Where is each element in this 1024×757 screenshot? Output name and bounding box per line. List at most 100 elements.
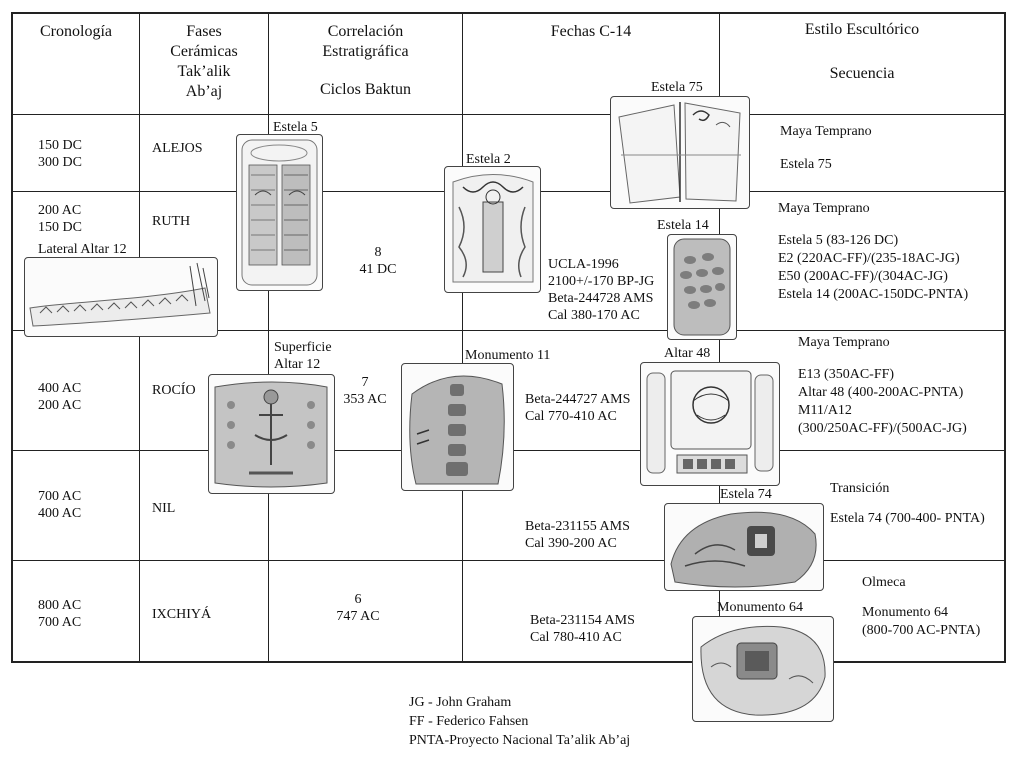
- baktun-cell: 6 747 AC: [328, 591, 388, 625]
- grid-col-2: [268, 12, 269, 663]
- chronology-cell: 800 AC 700 AC: [38, 597, 81, 631]
- monument-carving-icon: [409, 375, 505, 485]
- estela2-image: [444, 166, 541, 293]
- header-ceramic-phases: Fases Cerámicas Tak’alik Ab’aj: [140, 22, 268, 102]
- style-line: E2 (220AC-FF)/(235-18AC-JG): [778, 251, 960, 266]
- chronology-cell: 200 AC 150 DC: [38, 202, 82, 236]
- carved-boulder-icon: [670, 511, 817, 588]
- caption-line: Superficie: [274, 340, 332, 355]
- phase-cell: ALEJOS: [152, 141, 203, 156]
- estela74-image: [664, 503, 824, 591]
- monumento64-caption: Monumento 64: [717, 600, 803, 615]
- baktun-number: 7: [361, 375, 369, 390]
- chronology-value: 800 AC: [38, 598, 82, 613]
- phase-cell: IXCHIYÁ: [152, 607, 212, 622]
- style-line: Estela 75: [780, 157, 832, 172]
- superficie-altar12-image: [208, 374, 335, 494]
- stela-drawing-icon: [452, 174, 534, 283]
- header-stratigraphic: Correlación Estratigráfica Ciclos Baktun: [269, 22, 462, 100]
- chronology-value: 400 AC: [38, 381, 82, 396]
- style-cell: Maya Temprano Estela 5 (83-126 DC) E2 (2…: [778, 200, 968, 304]
- baktun-number: 6: [354, 592, 362, 607]
- style-cell: Maya Temprano Estela 75: [780, 124, 872, 173]
- grid-top: [11, 12, 1005, 14]
- estela75-caption: Estela 75: [651, 80, 703, 95]
- style-line: Maya Temprano: [798, 335, 890, 350]
- estela14-image: [667, 234, 737, 340]
- abbreviations-legend: JG - John Graham FF - Federico Fahsen PN…: [409, 693, 630, 750]
- baktun-cell: 8 41 DC: [348, 244, 408, 278]
- altar-relief-icon: [29, 262, 211, 327]
- chronology-value: 150 DC: [38, 220, 82, 235]
- chronology-cell: 150 DC 300 DC: [38, 137, 82, 171]
- carved-stone-icon: [673, 238, 731, 336]
- header-chronology: Cronología: [14, 22, 138, 42]
- header-ceramic-line: Tak’alik: [177, 63, 231, 80]
- lateral-altar12-image: [24, 257, 218, 337]
- c14-line: Cal 380-170 AC: [548, 308, 640, 323]
- style-line: E13 (350AC-FF): [798, 367, 895, 382]
- legend-line: JG - John Graham: [409, 695, 512, 710]
- chronology-value: 700 AC: [38, 615, 82, 630]
- legend-line: FF - Federico Fahsen: [409, 714, 529, 729]
- stela-drawing-icon: [241, 139, 318, 286]
- style-line: Altar 48 (400-200AC-PNTA): [798, 385, 964, 400]
- altar-surface-icon: [214, 381, 328, 488]
- header-ceramic-line: Cerámicas: [170, 43, 238, 60]
- monumento11-caption: Monumento 11: [465, 348, 551, 363]
- header-strat-line: Estratigráfica: [322, 43, 409, 60]
- c14-cell: Beta-244727 AMS Cal 770-410 AC: [525, 391, 630, 425]
- style-line: Maya Temprano: [778, 201, 870, 216]
- phase-cell: NIL: [152, 501, 176, 516]
- chronology-value: 150 DC: [38, 138, 82, 153]
- c14-line: Beta-244727 AMS: [525, 392, 631, 407]
- style-line: Transición: [830, 481, 890, 496]
- c14-line: Cal 770-410 AC: [525, 409, 617, 424]
- style-line: (300/250AC-FF)/(500AC-JG): [798, 421, 967, 436]
- header-c14-label: Fechas C-14: [550, 23, 632, 40]
- header-style: Estilo Escultórico Secuencia: [720, 20, 1004, 84]
- style-line: Estela 5 (83-126 DC): [778, 233, 899, 248]
- header-style-line: Secuencia: [829, 65, 895, 82]
- c14-line: Beta-231155 AMS: [525, 519, 630, 534]
- header-strat-line: Ciclos Baktun: [319, 81, 412, 98]
- chronology-value: 300 DC: [38, 155, 82, 170]
- style-line: Maya Temprano: [780, 124, 872, 139]
- style-line: E50 (200AC-FF)/(304AC-JG): [778, 269, 948, 284]
- grid-col-5: [1004, 12, 1006, 663]
- header-c14: Fechas C-14: [463, 22, 719, 42]
- c14-cell: Beta-231155 AMS Cal 390-200 AC: [525, 518, 630, 552]
- grid-col-0: [11, 12, 13, 663]
- style-line: (800-700 AC-PNTA): [862, 623, 981, 638]
- c14-line: UCLA-1996: [548, 257, 619, 272]
- style-line: Monumento 64: [862, 605, 948, 620]
- stela-fragment-icon: [618, 102, 741, 204]
- altar-carving-icon: [646, 370, 774, 474]
- chronology-cell: 700 AC 400 AC: [38, 488, 81, 522]
- grid-col-1: [139, 12, 140, 663]
- estela2-caption: Estela 2: [466, 152, 511, 167]
- grid-row-5: [11, 560, 1005, 561]
- estela74-caption: Estela 74: [720, 487, 772, 502]
- chronology-cell: 400 AC 200 AC: [38, 380, 81, 414]
- baktun-cell: 7 353 AC: [335, 374, 395, 408]
- grid-row-3: [11, 330, 1005, 331]
- c14-cell: UCLA-1996 2100+/-170 BP-JG Beta-244728 A…: [548, 256, 654, 324]
- phase-cell: ROCÍO: [152, 383, 196, 398]
- monumento11-image: [401, 363, 514, 491]
- estela75-image: [610, 96, 750, 209]
- c14-line: Beta-244728 AMS: [548, 291, 654, 306]
- c14-line: Cal 390-200 AC: [525, 536, 617, 551]
- baktun-date: 353 AC: [343, 392, 387, 407]
- header-chronology-label: Cronología: [40, 23, 112, 40]
- estela5-image: [236, 134, 323, 291]
- header-ceramic-line: Ab’aj: [185, 83, 223, 100]
- chronology-value: 700 AC: [38, 489, 82, 504]
- chronology-value: 400 AC: [38, 506, 82, 521]
- style-line: Olmeca: [862, 575, 906, 590]
- grid-bottom: [11, 661, 1005, 663]
- style-cell: Maya Temprano E13 (350AC-FF) Altar 48 (4…: [798, 334, 967, 438]
- header-strat-line: Correlación: [327, 23, 404, 40]
- estela5-caption: Estela 5: [273, 120, 318, 135]
- c14-line: 2100+/-170 BP-JG: [548, 274, 655, 289]
